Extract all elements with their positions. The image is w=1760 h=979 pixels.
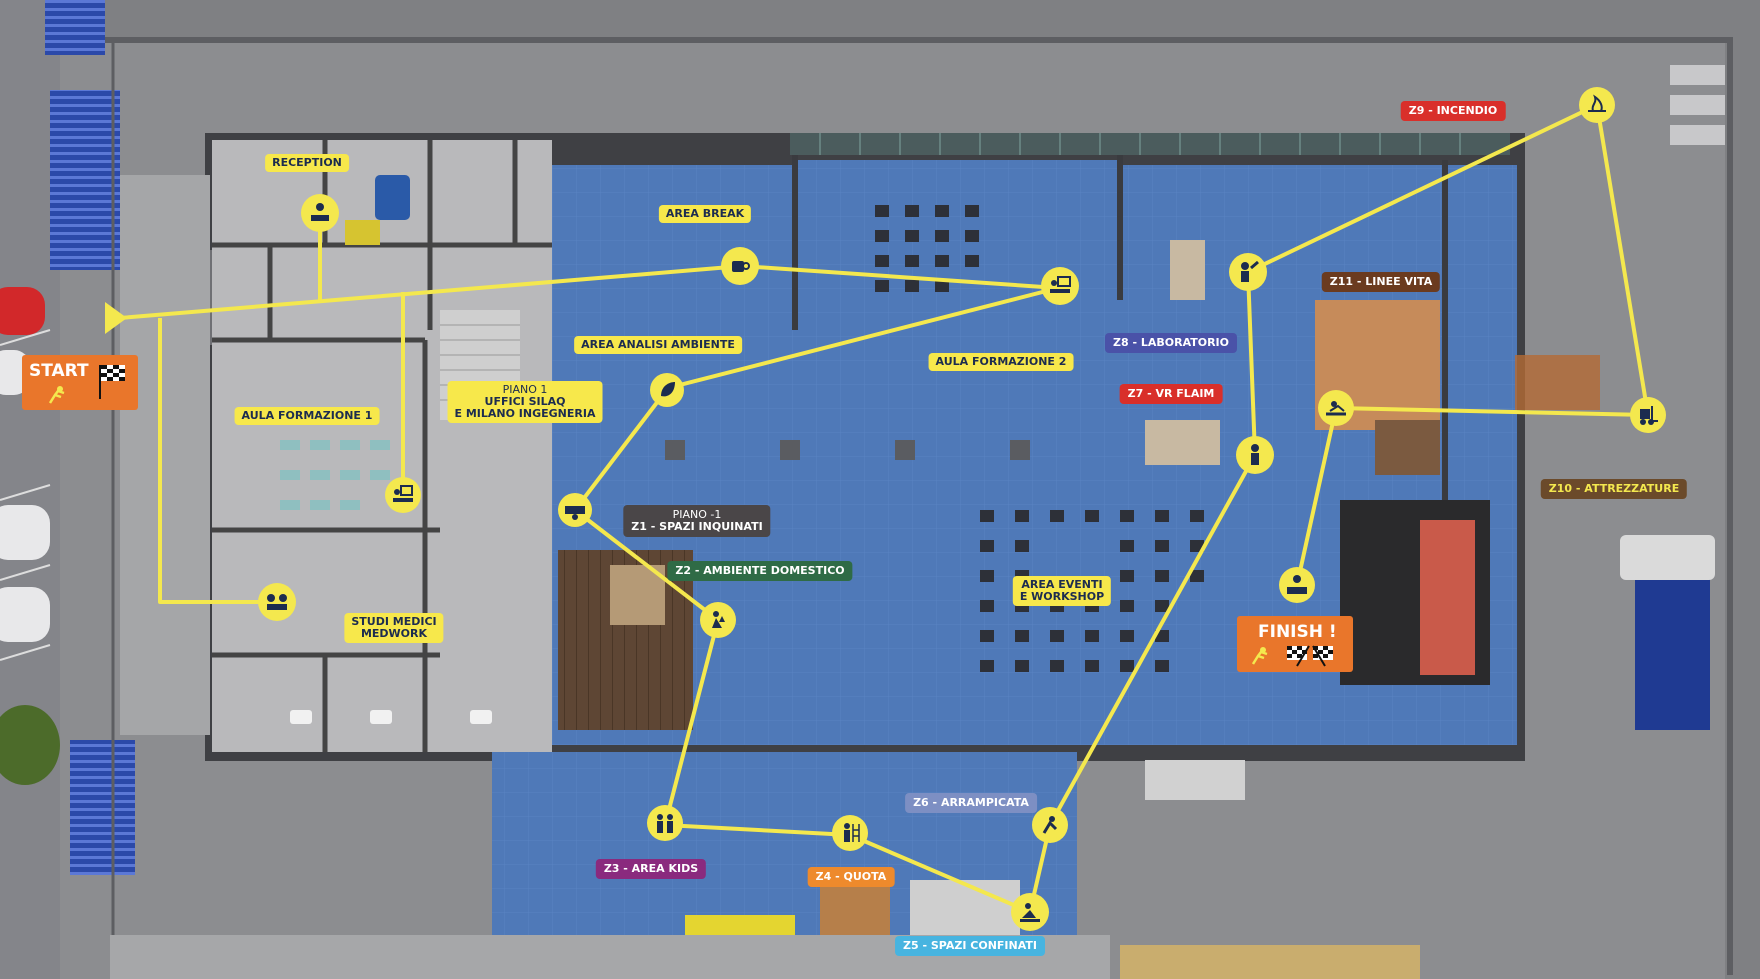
car-red [0, 287, 45, 335]
outdoor-rack-3 [1670, 125, 1725, 145]
tree [0, 705, 60, 785]
lab-table [1170, 240, 1205, 300]
start-badge: START [22, 355, 138, 410]
start-label: START [29, 361, 89, 381]
hall-walls [792, 150, 1448, 500]
blue-fence-top [45, 0, 105, 55]
piano-1-floor: PIANO 1 [502, 383, 548, 396]
parking-line-2 [0, 484, 51, 501]
lifeline-box [1375, 420, 1440, 475]
south-stair [1145, 760, 1245, 800]
zone-z7-label: Z7 - VR FLAIM [1119, 384, 1223, 404]
finish-label: FINISH ! [1258, 622, 1337, 642]
presentation-icon [1041, 267, 1079, 305]
aula-1-desks [280, 440, 390, 510]
climber-icon [1032, 807, 1068, 843]
studi-medici-line1: STUDI MEDICI [351, 615, 437, 628]
blue-fence-lower [70, 740, 135, 875]
parking-line-1 [0, 329, 51, 346]
north-glazing [790, 133, 1510, 155]
ladder-worker-icon [832, 815, 868, 851]
scaffold [1515, 355, 1600, 410]
reception-label: RECEPTION [265, 154, 349, 172]
reception-chair [345, 220, 380, 245]
fire-icon [1579, 87, 1615, 123]
outdoor-rack-2 [1670, 95, 1725, 115]
workshop-icon [1279, 567, 1315, 603]
zone-z5-label: Z5 - SPAZI CONFINATI [895, 936, 1045, 956]
harness-icon [1318, 390, 1354, 426]
vr-headset-icon [1236, 436, 1274, 474]
start-arrow-icon [105, 302, 127, 334]
forklift-icon [1630, 397, 1666, 433]
entrance-walkway [120, 175, 210, 735]
zone-z8-label: Z8 - LABORATORIO [1104, 333, 1238, 353]
zone-z1-label: PIANO -1 Z1 - SPAZI INQUINATI [623, 505, 771, 537]
z1-name: Z1 - SPAZI INQUINATI [631, 520, 763, 533]
zone-z6-label: Z6 - ARRAMPICATA [905, 793, 1037, 813]
studi-medici-label: STUDI MEDICI MEDWORK [344, 613, 444, 643]
piano-1-engineering: E MILANO INGEGNERIA [454, 407, 596, 420]
truck-cab [1620, 535, 1715, 580]
aula-formazione-2-label: AULA FORMAZIONE 2 [928, 353, 1074, 371]
leaf-icon [650, 373, 684, 407]
zone-z10-label: Z10 - ATTREZZATURE [1540, 479, 1688, 499]
hall-pillars [665, 440, 1030, 460]
zone-z2-label: Z2 - AMBIENTE DOMESTICO [667, 561, 853, 581]
confined-space-icon [1011, 893, 1049, 931]
glazing-mullions [819, 133, 1461, 155]
event-screen [1420, 520, 1475, 675]
office-partitions [212, 140, 552, 752]
classroom-icon [385, 477, 421, 513]
medical-fixtures [290, 710, 492, 724]
zone-z11-label: Z11 - LINEE VITA [1321, 272, 1441, 292]
zone-z9-label: Z9 - INCENDIO [1400, 101, 1506, 121]
piano-1-offices: UFFICI SILAQ [484, 395, 566, 408]
doctor-icon [258, 583, 296, 621]
waypoints [258, 87, 1666, 931]
zone-z4-label: Z4 - QUOTA [807, 867, 895, 887]
runner-icon [48, 386, 65, 404]
crossed-flags-icon [1287, 645, 1333, 667]
worker-tool-icon [1229, 253, 1267, 291]
area-break-label: AREA BREAK [658, 205, 752, 223]
runner-icon [1251, 647, 1268, 665]
reception-sofa [375, 175, 410, 220]
checkered-flag-icon [99, 365, 125, 399]
car-white-3 [0, 587, 50, 642]
south-east-pad [1120, 945, 1420, 979]
z1-floor: PIANO -1 [672, 508, 722, 521]
domestic-hazard-icon [700, 602, 736, 638]
area-eventi-line1: AREA EVENTI [1021, 578, 1103, 591]
car-white-2 [0, 505, 50, 560]
finish-badge: FINISH ! [1237, 616, 1353, 672]
domestic-furniture [610, 565, 665, 625]
family-icon [647, 805, 683, 841]
zone-z3-label: Z3 - AREA KIDS [595, 859, 707, 879]
studi-medici-line2: MEDWORK [360, 627, 428, 640]
outdoor-rack-1 [1670, 65, 1725, 85]
area-analisi-ambiente-label: AREA ANALISI AMBIENTE [574, 336, 742, 354]
truck-body [1635, 560, 1710, 730]
area-eventi-line2: E WORKSHOP [1019, 590, 1105, 603]
piano-1-label: PIANO 1 UFFICI SILAQ E MILANO INGEGNERIA [447, 381, 603, 423]
vr-station [1145, 420, 1220, 465]
blue-fence-upper [50, 90, 120, 270]
perimeter-wall [105, 37, 1733, 975]
reception-desk-icon [301, 194, 339, 232]
top-strip [100, 0, 1760, 40]
area-eventi-label: AREA EVENTI E WORKSHOP [1012, 576, 1112, 606]
aula-formazione-1-label: AULA FORMAZIONE 1 [234, 407, 380, 425]
parking-line-3 [0, 564, 51, 581]
coffee-cup-icon [721, 247, 759, 285]
aula-2-chairs [875, 205, 979, 292]
waste-bin-icon [558, 493, 592, 527]
parking-line-4 [0, 644, 51, 661]
